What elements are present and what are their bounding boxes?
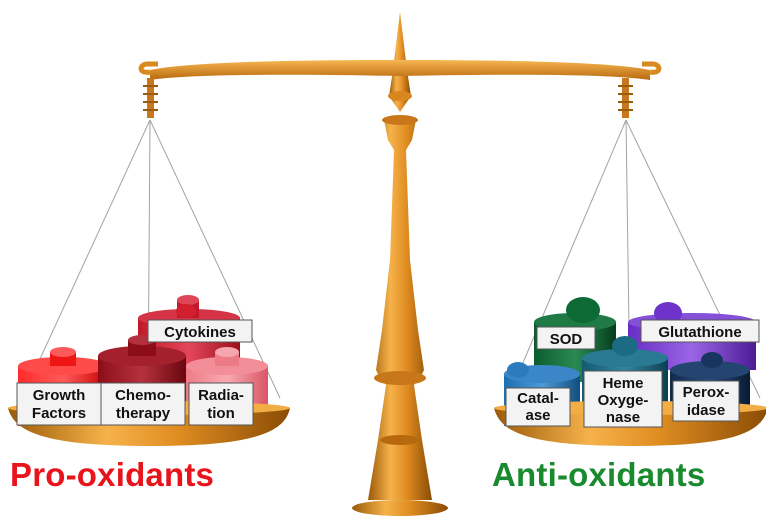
svg-text:Glutathione: Glutathione bbox=[658, 324, 741, 341]
pro-oxidants-title: Pro-oxidants bbox=[10, 456, 215, 493]
label-growth-factors: Growth Factors bbox=[16, 382, 102, 426]
svg-text:Growth: Growth bbox=[33, 387, 86, 404]
scale-beam bbox=[150, 60, 650, 80]
right-hook bbox=[622, 78, 629, 118]
label-radiation: Radia- tion bbox=[188, 382, 254, 426]
svg-text:therapy: therapy bbox=[116, 405, 171, 422]
label-peroxidase: Perox- idase bbox=[672, 380, 740, 422]
svg-text:ase: ase bbox=[525, 407, 550, 424]
svg-text:SOD: SOD bbox=[550, 331, 583, 348]
label-cytokines-text: Cytokines bbox=[164, 324, 236, 341]
svg-text:Heme: Heme bbox=[603, 375, 644, 392]
label-glutathione: Glutathione bbox=[640, 319, 760, 343]
left-hook bbox=[147, 78, 154, 118]
svg-text:Oxyge-: Oxyge- bbox=[598, 392, 649, 409]
label-heme-oxygenase: Heme Oxyge- nase bbox=[583, 370, 663, 428]
svg-text:Perox-: Perox- bbox=[683, 384, 730, 401]
svg-text:Radia-: Radia- bbox=[198, 387, 244, 404]
svg-text:idase: idase bbox=[687, 402, 725, 419]
scale-column bbox=[368, 120, 432, 500]
scale-base bbox=[352, 500, 448, 516]
svg-text:Factors: Factors bbox=[32, 405, 86, 422]
svg-text:Chemo-: Chemo- bbox=[115, 387, 171, 404]
svg-text:nase: nase bbox=[606, 409, 640, 426]
label-sod: SOD bbox=[536, 326, 596, 350]
label-chemotherapy: Chemo- therapy bbox=[100, 382, 186, 426]
anti-oxidants-title: Anti-oxidants bbox=[492, 456, 706, 493]
label-cytokines: Cytokines bbox=[147, 319, 253, 343]
label-catalase: Catal- ase bbox=[505, 387, 571, 427]
svg-text:tion: tion bbox=[207, 405, 235, 422]
svg-text:Catal-: Catal- bbox=[517, 390, 559, 407]
